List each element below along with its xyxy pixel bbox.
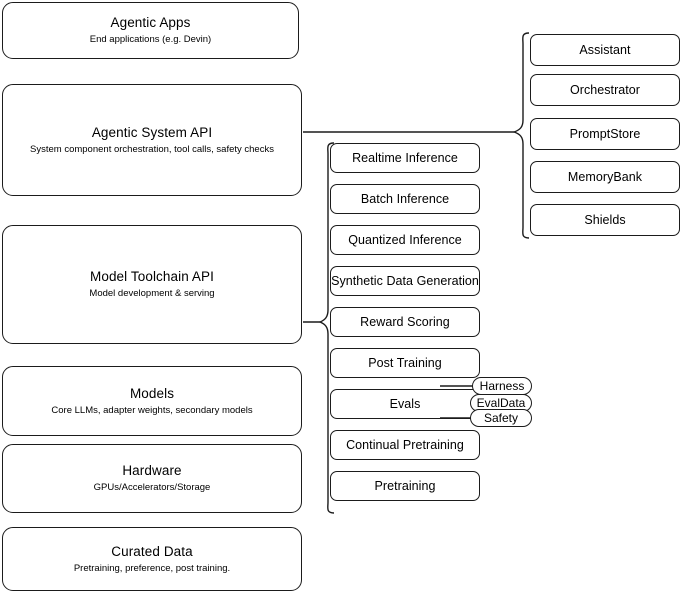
component-label: MemoryBank (567, 169, 643, 184)
capability-label: Evals (389, 396, 421, 411)
capability-label: Pretraining (374, 478, 436, 493)
capability-label: Realtime Inference (352, 150, 458, 165)
layer-agentic-apps[interactable]: Agentic Apps End applications (e.g. Devi… (2, 2, 299, 59)
component-label: Orchestrator (569, 82, 641, 97)
capability-label: Post Training (368, 355, 442, 370)
component-promptstore[interactable]: PromptStore (530, 118, 680, 150)
evals-chip-label: Harness (479, 379, 525, 393)
evals-chip-label: Safety (483, 411, 519, 425)
layer-title: Agentic System API (91, 124, 213, 140)
capability-label: Quantized Inference (348, 232, 462, 247)
layer-title: Models (129, 385, 175, 401)
right-bracket (513, 32, 530, 239)
component-assistant[interactable]: Assistant (530, 34, 680, 66)
layer-title: Model Toolchain API (90, 269, 214, 284)
layer-models[interactable]: Models Core LLMs, adapter weights, secon… (2, 366, 302, 436)
layer-hardware[interactable]: Hardware GPUs/Accelerators/Storage (2, 444, 302, 513)
component-orchestrator[interactable]: Orchestrator (530, 74, 680, 106)
layer-title: Hardware (122, 463, 182, 478)
layer-subtitle: Pretraining, preference, post training. (73, 562, 231, 574)
capability-pretraining[interactable]: Pretraining (330, 471, 480, 501)
capability-batch-inference[interactable]: Batch Inference (330, 184, 480, 214)
capability-post-training[interactable]: Post Training (330, 348, 480, 378)
layer-subtitle: GPUs/Accelerators/Storage (93, 482, 211, 493)
component-shields[interactable]: Shields (530, 204, 680, 236)
evals-chip-label: EvalData (476, 396, 526, 410)
capability-evals[interactable]: Evals (330, 389, 480, 419)
evals-chip-safety[interactable]: Safety (470, 409, 532, 427)
capability-label: Reward Scoring (360, 314, 450, 329)
capability-label: Continual Pretraining (346, 437, 464, 452)
layer-subtitle: Model development & serving (89, 288, 215, 299)
component-label: PromptStore (569, 126, 641, 141)
capability-label: Synthetic Data Generation (331, 273, 479, 288)
layer-subtitle: Core LLMs, adapter weights, secondary mo… (51, 404, 253, 416)
evals-chip-harness[interactable]: Harness (472, 377, 532, 395)
layer-curated-data[interactable]: Curated Data Pretraining, preference, po… (2, 527, 302, 591)
layer-title: Agentic Apps (110, 15, 191, 30)
layer-model-toolchain-api[interactable]: Model Toolchain API Model development & … (2, 225, 302, 344)
layer-agentic-system-api[interactable]: Agentic System API System component orch… (2, 84, 302, 196)
component-memorybank[interactable]: MemoryBank (530, 161, 680, 193)
layer-title: Curated Data (111, 543, 193, 559)
capability-reward-scoring[interactable]: Reward Scoring (330, 307, 480, 337)
component-label: Shields (584, 212, 626, 227)
capability-synthetic-data-generation[interactable]: Synthetic Data Generation (330, 266, 480, 296)
capability-realtime-inference[interactable]: Realtime Inference (330, 143, 480, 173)
capability-quantized-inference[interactable]: Quantized Inference (330, 225, 480, 255)
layer-subtitle: End applications (e.g. Devin) (89, 34, 212, 45)
layer-subtitle: System component orchestration, tool cal… (30, 143, 274, 155)
component-label: Assistant (579, 42, 631, 57)
capability-continual-pretraining[interactable]: Continual Pretraining (330, 430, 480, 460)
capability-label: Batch Inference (360, 191, 450, 206)
